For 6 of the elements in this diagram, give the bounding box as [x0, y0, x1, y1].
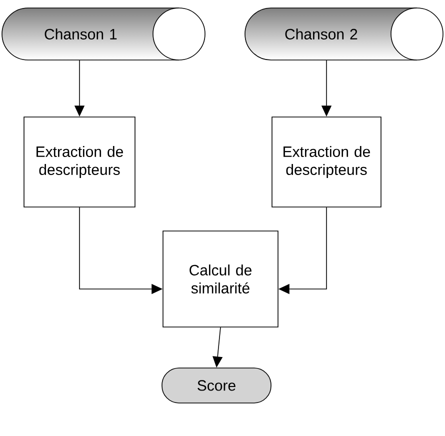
storage-drum: Chanson 1 — [2, 8, 206, 60]
process-box: Extraction de descripteurs — [24, 116, 136, 208]
terminal-pill: Score — [162, 368, 272, 404]
process-box: Extraction de descripteurs — [272, 116, 382, 208]
process-box: Calcul de similarité — [162, 230, 278, 328]
storage-drum: Chanson 2 — [244, 8, 444, 60]
